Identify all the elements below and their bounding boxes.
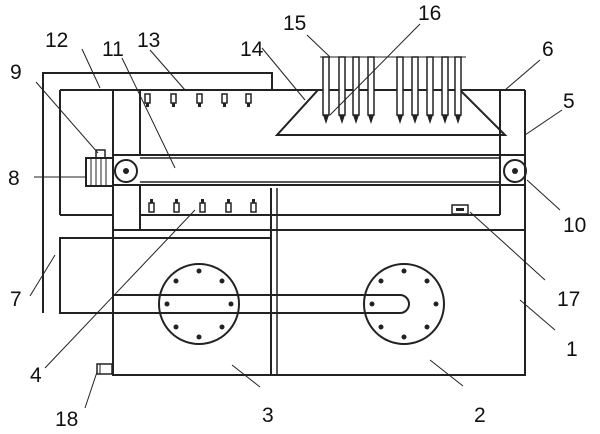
callout-13: 13 xyxy=(137,29,160,52)
callout-5: 5 xyxy=(563,90,575,113)
callout-1: 1 xyxy=(566,338,578,361)
callout-14: 14 xyxy=(240,38,264,61)
callout-3: 3 xyxy=(262,404,274,427)
callout-10: 10 xyxy=(563,214,586,237)
left-flange xyxy=(158,263,240,345)
callout-7: 7 xyxy=(10,288,22,311)
callout-18: 18 xyxy=(55,408,78,431)
callout-17: 17 xyxy=(557,288,580,311)
right-roller xyxy=(503,159,527,183)
callouts: 1 2 3 4 5 6 7 8 9 10 11 12 13 14 15 16 1… xyxy=(8,2,586,431)
conveyor-belt xyxy=(112,154,526,186)
right-flange xyxy=(363,263,445,345)
callout-6: 6 xyxy=(542,38,554,61)
callout-12: 12 xyxy=(45,29,68,52)
callout-9: 9 xyxy=(10,61,22,84)
callout-2: 2 xyxy=(474,404,486,427)
needle-hopper xyxy=(274,89,508,136)
upper-frame xyxy=(42,72,526,313)
tank-divider xyxy=(270,188,278,375)
callout-15: 15 xyxy=(283,12,306,35)
callout-11: 11 xyxy=(102,38,124,61)
base-housing xyxy=(112,229,526,376)
drain-valve xyxy=(96,363,113,375)
left-roller xyxy=(114,159,138,183)
lower-nozzles xyxy=(148,199,257,213)
motor xyxy=(85,149,114,187)
upper-nozzles xyxy=(140,89,272,107)
leader-lines xyxy=(29,23,563,409)
callout-8: 8 xyxy=(8,167,20,190)
callout-16: 16 xyxy=(418,2,441,25)
sensor xyxy=(451,204,469,215)
callout-4: 4 xyxy=(30,364,42,387)
